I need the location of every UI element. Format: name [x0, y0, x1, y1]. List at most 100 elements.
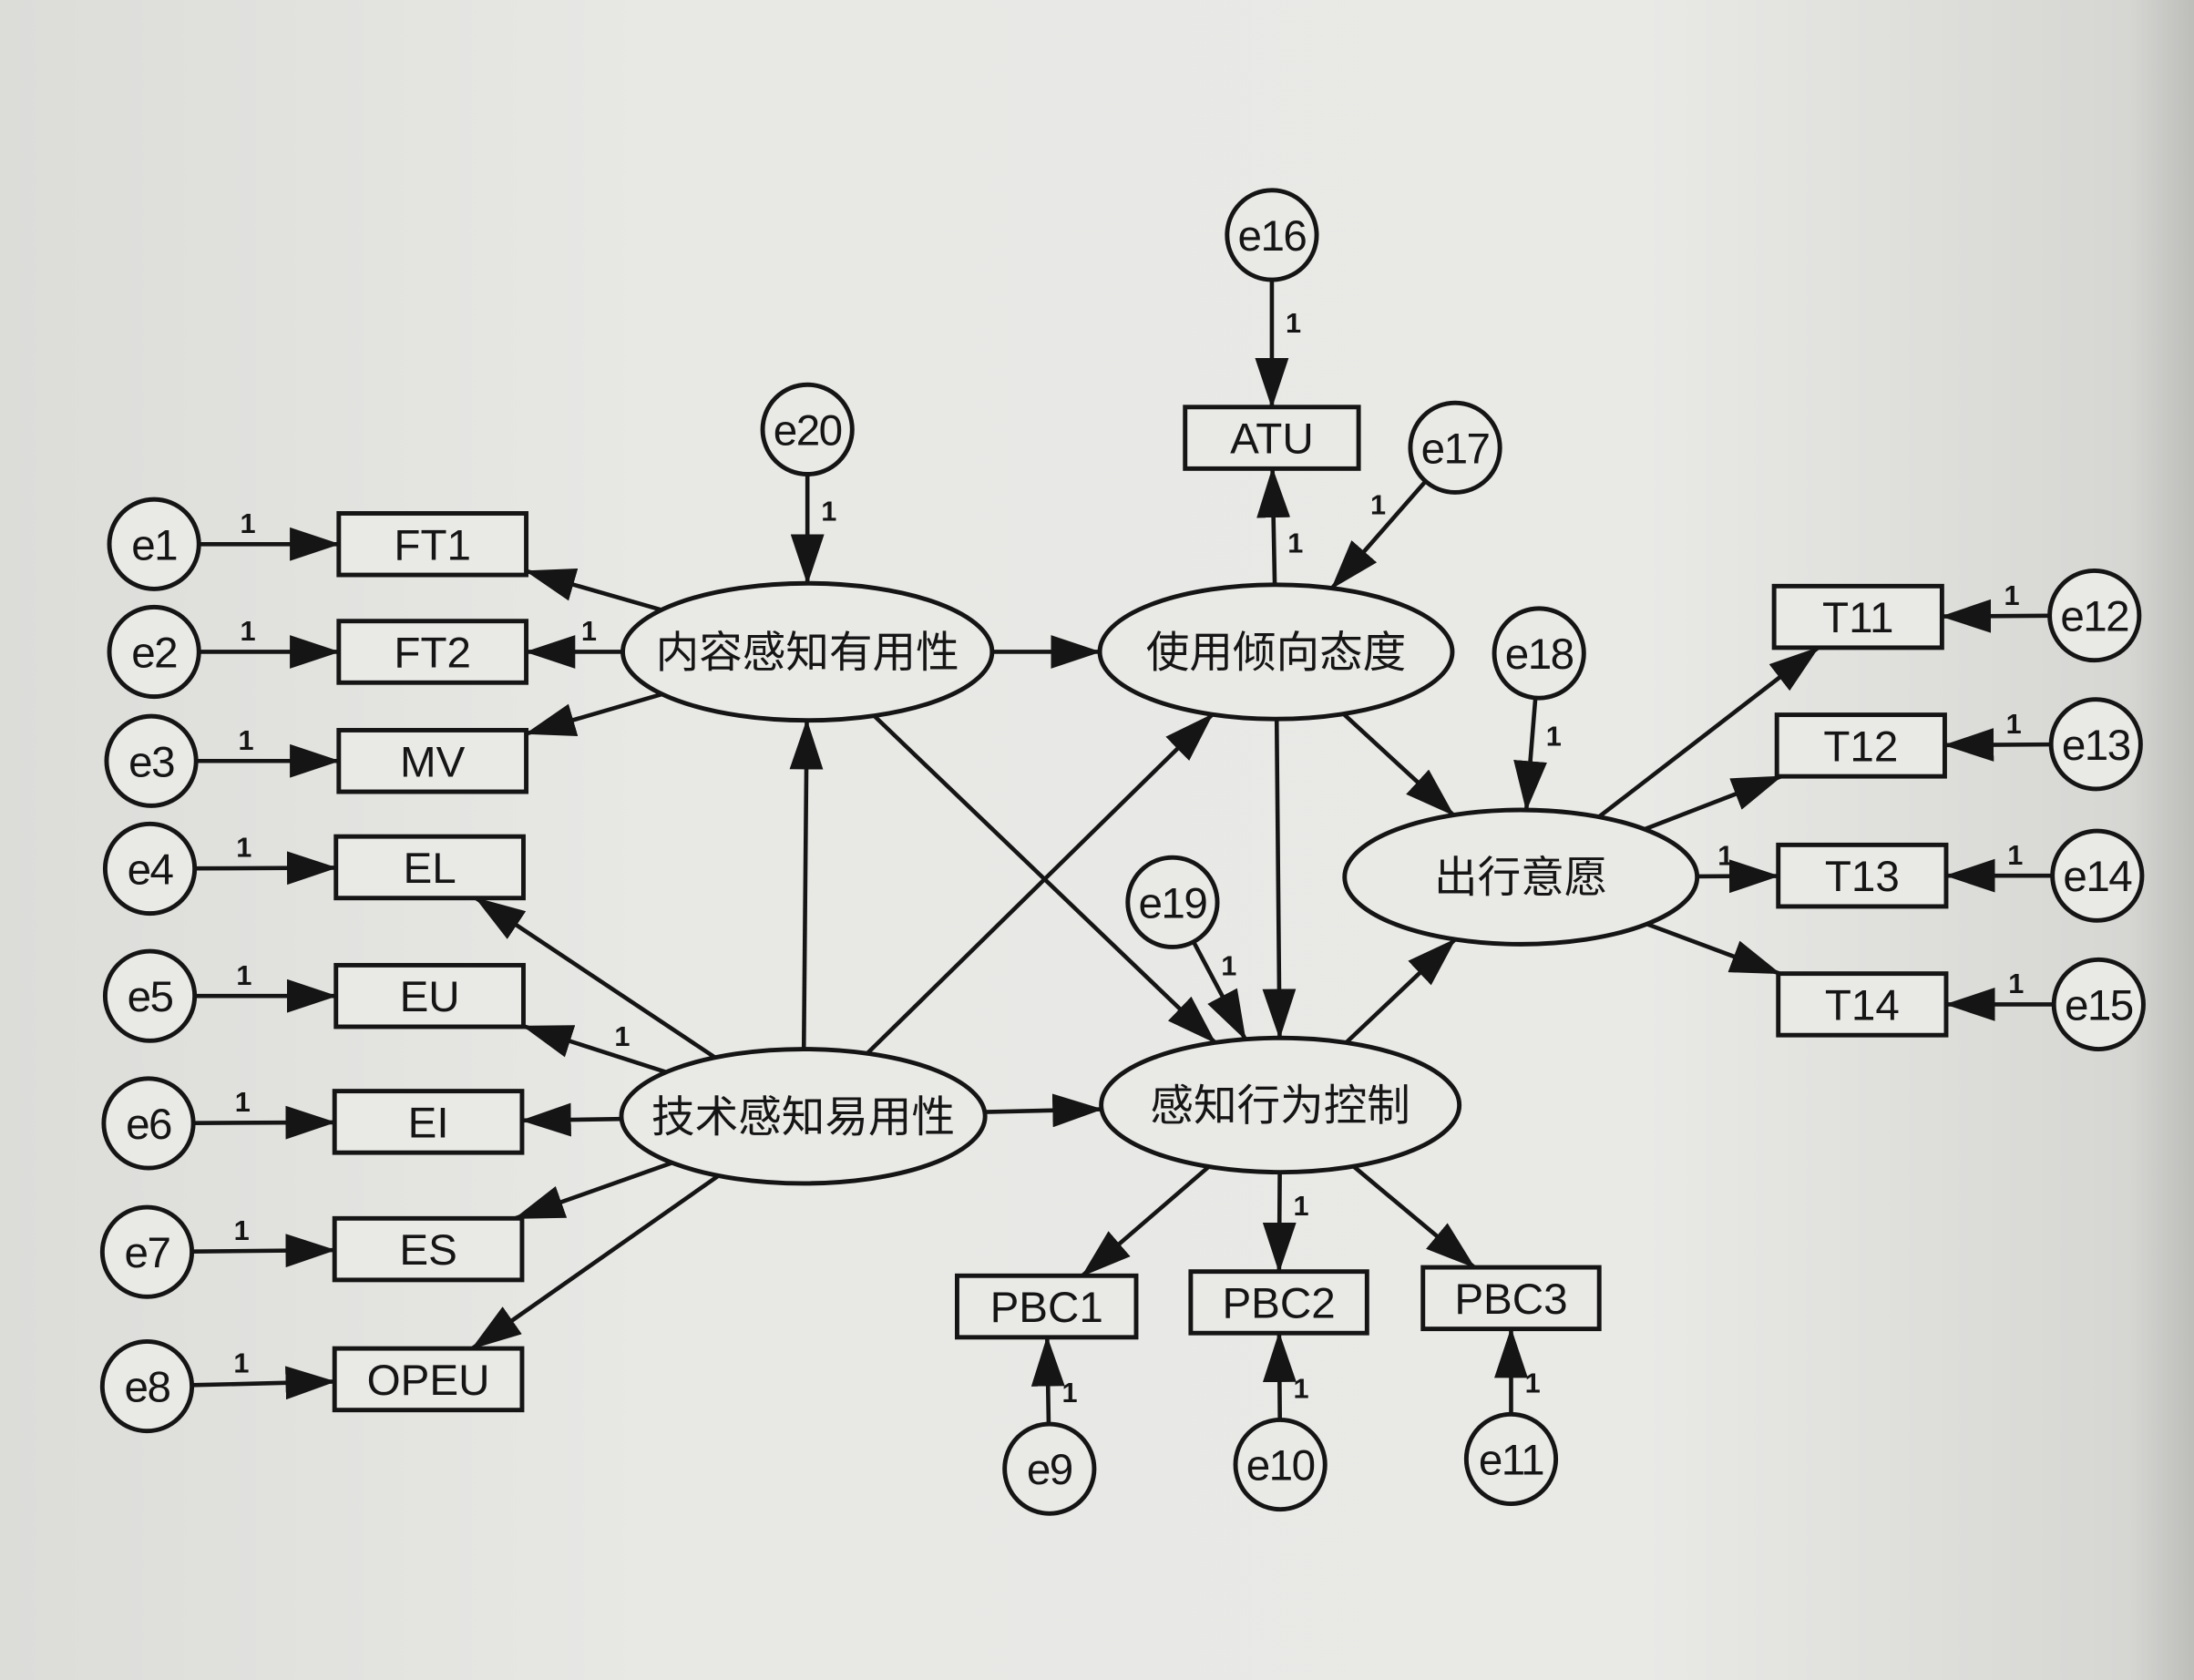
- node-label: FT1: [394, 521, 471, 569]
- observed-variable-atu: ATU: [1183, 405, 1361, 471]
- path-e18-to-INT: [1513, 697, 1547, 812]
- node-label: e1: [131, 521, 177, 569]
- fixed-parameter-label: 1: [1546, 720, 1562, 752]
- node-label: e11: [1479, 1436, 1543, 1484]
- latent-variable-pu: 内容感知有用性: [620, 580, 995, 723]
- path-e9-to-PBC1: [1030, 1336, 1065, 1425]
- node-label: e10: [1246, 1442, 1315, 1490]
- error-term-e19: e19: [1125, 855, 1220, 949]
- node-label: e5: [128, 973, 173, 1021]
- latent-variable-pbc: 感知行为控制: [1099, 1035, 1462, 1175]
- fixed-parameter-label: 1: [614, 1020, 630, 1052]
- fixed-parameter-label: 1: [1525, 1368, 1541, 1399]
- path-INT-to-T12: [1644, 773, 1783, 832]
- latent-variable-int: 出行意愿: [1342, 807, 1700, 947]
- observed-variable-t14: T14: [1776, 971, 1949, 1038]
- error-term-e13: e13: [2048, 697, 2143, 792]
- node-label: e12: [2060, 593, 2128, 641]
- fixed-parameter-label: 1: [236, 832, 251, 864]
- fixed-parameter-label: 1: [581, 615, 597, 647]
- path-PEOU-to-PBC: [984, 1093, 1103, 1128]
- fixed-parameter-label: 1: [1294, 1372, 1309, 1404]
- observed-variable-t11: T11: [1771, 583, 1944, 650]
- observed-variable-pbc3: PBC3: [1420, 1265, 1602, 1332]
- latent-variable-att: 使用倾向态度: [1097, 582, 1455, 722]
- fixed-parameter-label: 1: [2008, 968, 2024, 999]
- node-label: e17: [1421, 425, 1490, 473]
- observed-variable-mv: MV: [336, 728, 529, 794]
- fixed-parameter-label: 1: [1293, 1190, 1308, 1222]
- node-label: FT2: [394, 630, 471, 678]
- node-label: T13: [1825, 853, 1900, 901]
- node-label: EI: [408, 1099, 449, 1147]
- observed-variable-ft2: FT2: [336, 619, 529, 685]
- path-PU-to-FT1: [525, 568, 662, 612]
- node-label: 感知行为控制: [1150, 1081, 1410, 1132]
- node-label: e8: [125, 1364, 170, 1412]
- node-label: e6: [126, 1101, 171, 1149]
- error-term-e4: e4: [102, 821, 198, 917]
- observed-variable-ei: EI: [332, 1089, 525, 1155]
- path-PEOU-to-EI: [520, 1102, 622, 1137]
- node-label: 技术感知易用性: [651, 1092, 955, 1142]
- error-term-e11: e11: [1463, 1411, 1559, 1506]
- node-label: ES: [399, 1226, 456, 1275]
- path-PEOU-to-EL: [475, 896, 717, 1060]
- error-term-e3: e3: [104, 713, 199, 808]
- node-label: OPEU: [367, 1357, 490, 1405]
- path-PEOU-to-ES: [513, 1161, 673, 1221]
- path-PU-to-MV: [525, 691, 663, 736]
- node-label: 出行意愿: [1434, 854, 1607, 904]
- fixed-parameter-label: 1: [240, 507, 255, 539]
- path-ATT-to-ATU: [1256, 466, 1291, 585]
- path-PEOU-to-ATT: [866, 712, 1215, 1055]
- node-label: 内容感知有用性: [656, 629, 959, 679]
- node-label: e15: [2065, 981, 2133, 1030]
- node-label: e9: [1027, 1446, 1072, 1494]
- path-e17-to-ATT: [1330, 479, 1428, 590]
- error-term-e18: e18: [1492, 606, 1586, 701]
- error-term-e15: e15: [2051, 957, 2146, 1051]
- fixed-parameter-label: 1: [2007, 839, 2023, 871]
- fixed-parameter-label: 1: [236, 959, 251, 991]
- path-e6-to-EI: [193, 1105, 336, 1140]
- path-PEOU-to-PU: [789, 719, 824, 1050]
- observed-variable-pbc2: PBC2: [1188, 1269, 1369, 1336]
- node-label: T12: [1823, 722, 1898, 771]
- observed-variable-opeu: OPEU: [332, 1346, 525, 1413]
- path-e8-to-OPEU: [191, 1366, 336, 1400]
- observed-variable-el: EL: [333, 834, 526, 901]
- path-PBC-to-PBC2: [1262, 1172, 1297, 1274]
- node-label: EL: [404, 845, 456, 893]
- node-label: MV: [400, 738, 466, 786]
- path-e19-to-PBC: [1191, 940, 1247, 1041]
- node-label: e20: [774, 406, 842, 455]
- path-e10-to-PBC2: [1262, 1331, 1297, 1420]
- node-label: ATU: [1230, 415, 1314, 464]
- node-label: e18: [1505, 630, 1574, 679]
- observed-variable-eu: EU: [333, 962, 526, 1030]
- fixed-parameter-label: 1: [235, 1086, 251, 1118]
- fixed-parameter-label: 1: [1286, 307, 1301, 339]
- path-INT-to-T14: [1646, 922, 1781, 976]
- fixed-parameter-label: 1: [1221, 949, 1236, 981]
- node-label: e16: [1238, 212, 1307, 261]
- error-term-e16: e16: [1225, 188, 1319, 282]
- path-PEOU-to-OPEU: [470, 1173, 720, 1350]
- error-term-e10: e10: [1233, 1417, 1328, 1512]
- node-label: e13: [2062, 722, 2130, 770]
- path-e7-to-ES: [191, 1234, 336, 1268]
- error-term-e5: e5: [102, 948, 198, 1043]
- fixed-parameter-label: 1: [2006, 708, 2022, 740]
- error-term-e20: e20: [760, 382, 855, 476]
- fixed-parameter-label: 1: [1287, 527, 1303, 558]
- path-PBC-to-PBC3: [1352, 1164, 1476, 1269]
- path-PEOU-to-EU: [522, 1024, 667, 1074]
- node-label: e3: [128, 738, 174, 786]
- node-label: e19: [1139, 879, 1207, 927]
- observed-variable-ft1: FT1: [336, 511, 529, 578]
- node-label: T14: [1825, 981, 1900, 1030]
- node-label: e14: [2063, 853, 2132, 901]
